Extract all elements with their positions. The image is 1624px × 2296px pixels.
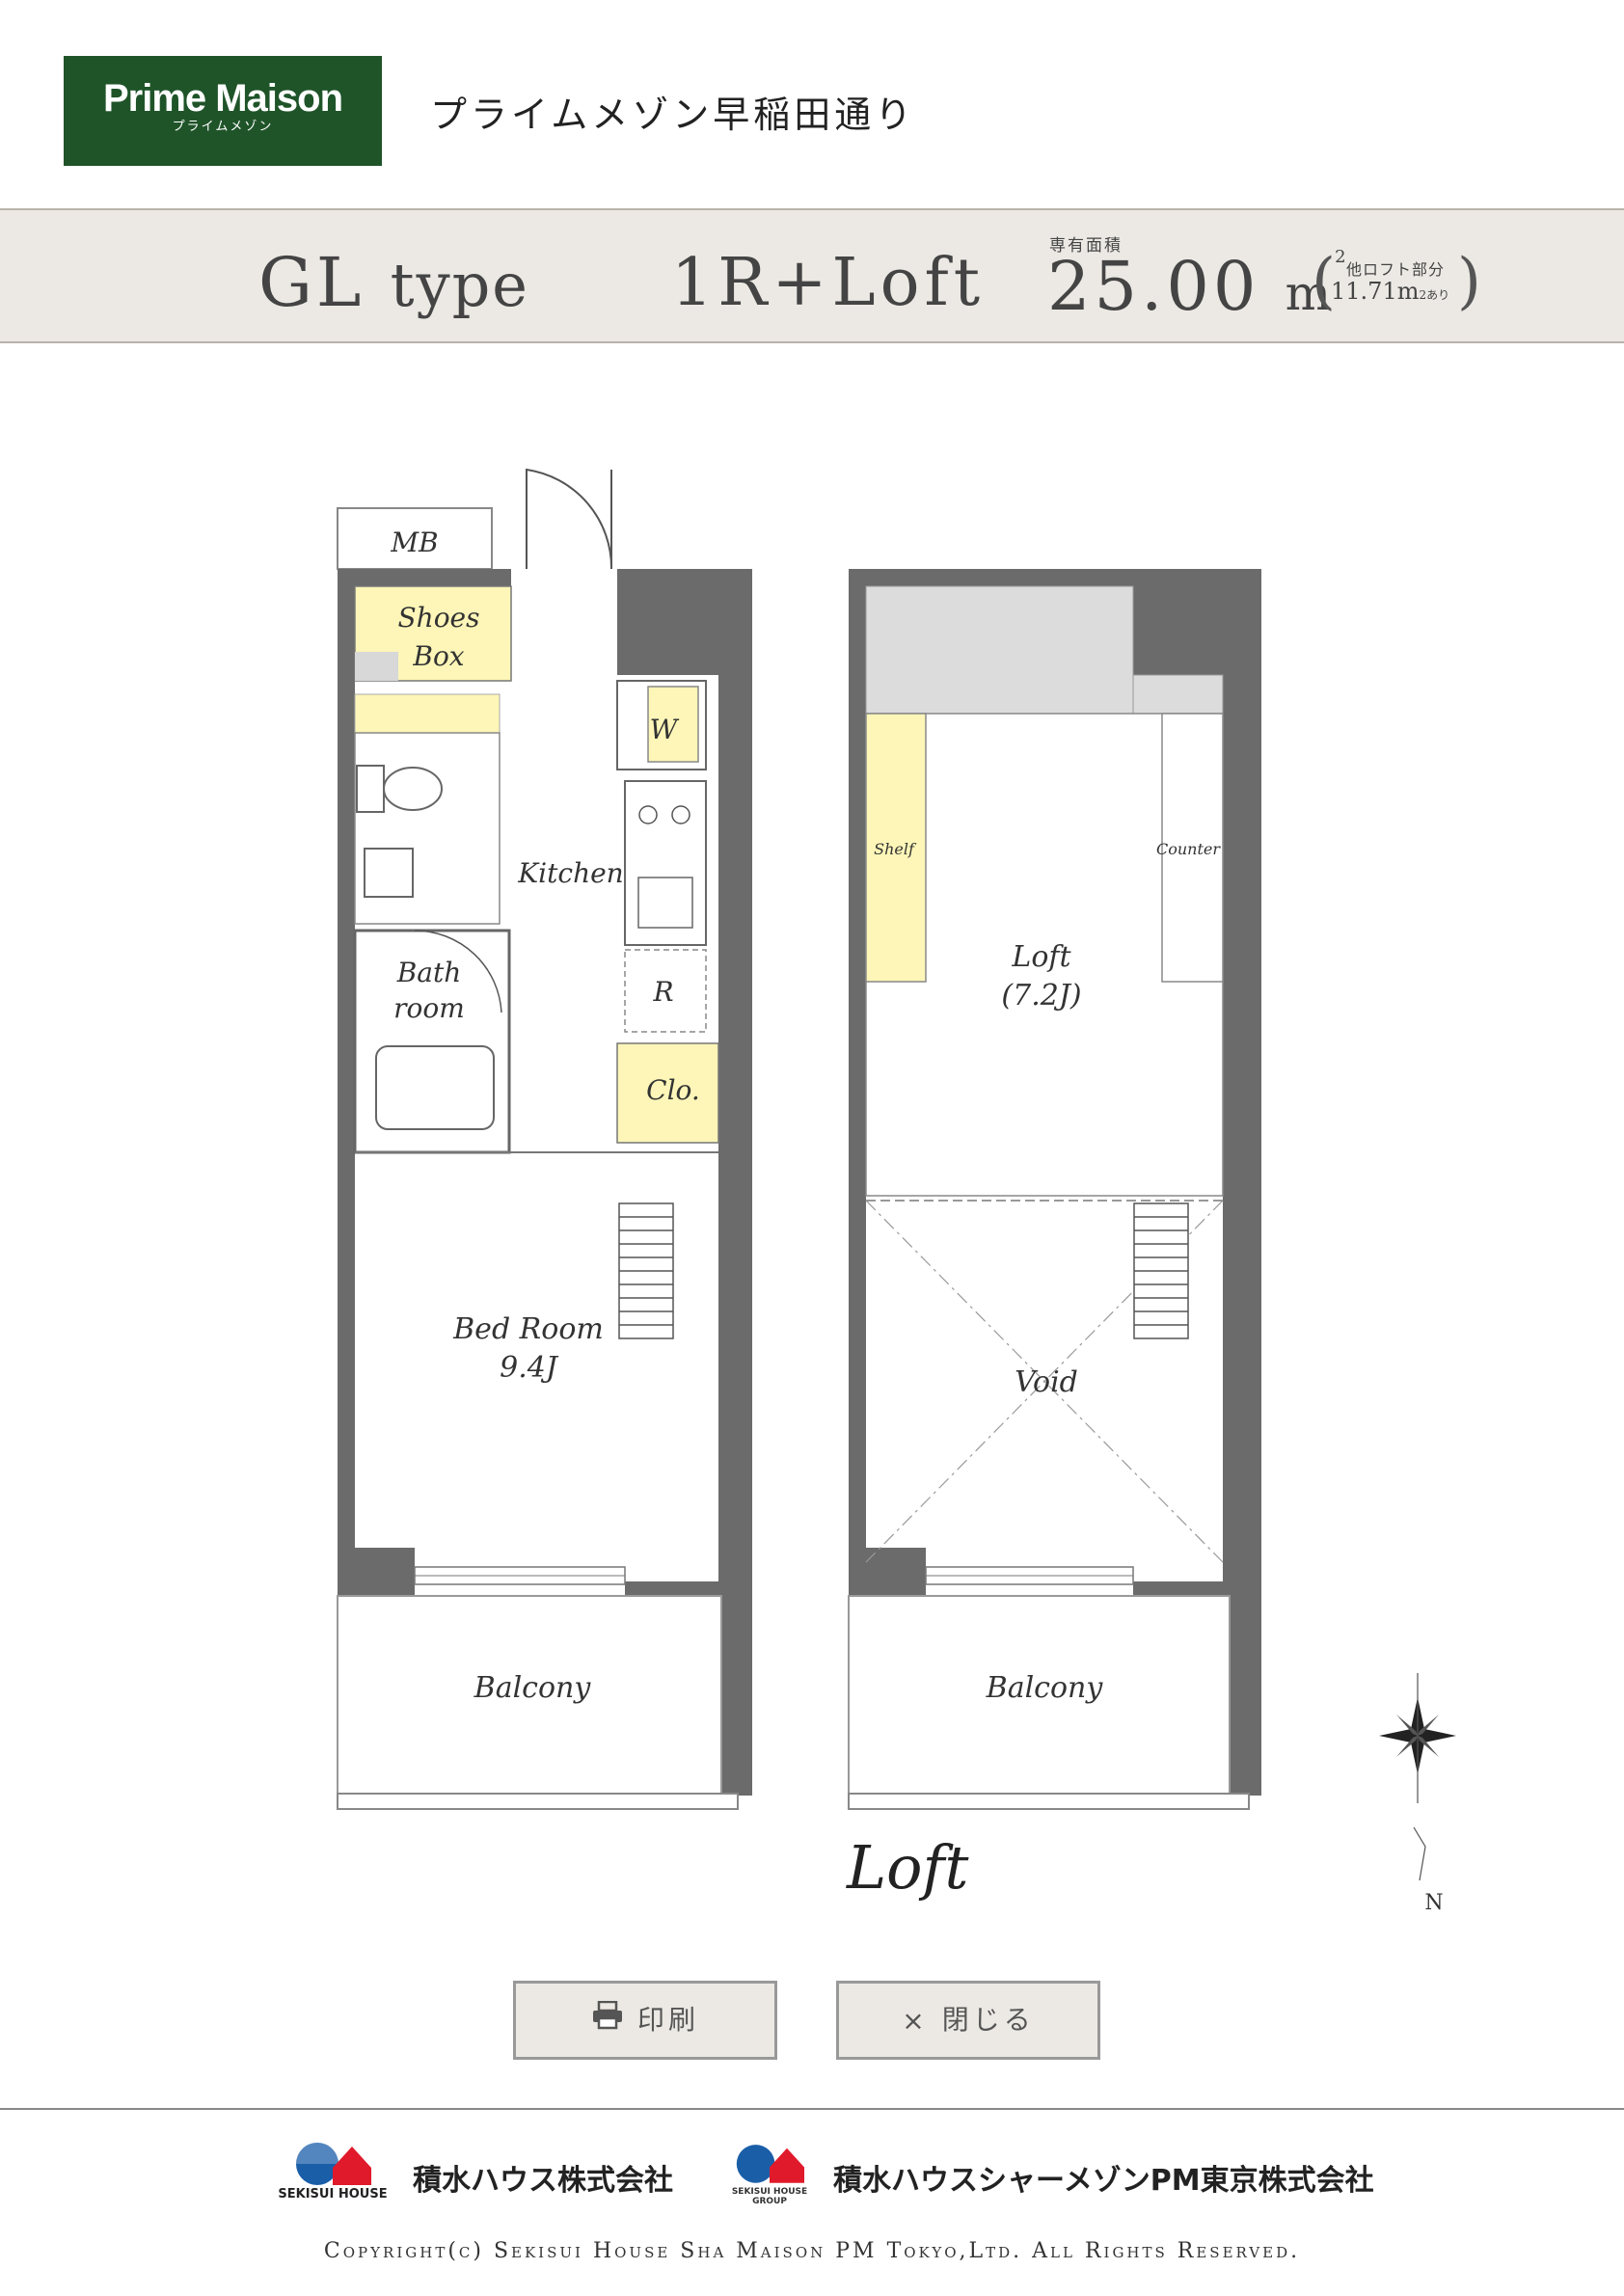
brand-name: Prime Maison — [102, 77, 343, 120]
fridge-space — [624, 949, 707, 1033]
print-label: 印刷 — [636, 2004, 699, 2036]
toilet-shelf — [354, 693, 501, 734]
area-unit-sup: 2 — [1335, 247, 1350, 267]
area-label: 専有面積 — [1049, 236, 1123, 256]
sekisui-group-en-2: GROUP — [752, 2197, 787, 2206]
loft-suffix: あり — [1426, 288, 1450, 302]
sekisui-house-en: SEKISUI HOUSE — [278, 2187, 388, 2201]
staircase-ground — [618, 1202, 674, 1339]
brand-kana: プライムメゾン — [172, 120, 274, 134]
top-wall-left — [338, 569, 511, 586]
sekisui-group-mark-icon — [736, 2145, 804, 2183]
shelf-label: Shelf — [874, 840, 917, 858]
bathtub-icon — [375, 1045, 495, 1130]
bath-door — [414, 930, 502, 1013]
ground-floor-plan: MB Shoes Box Bath room W K — [337, 468, 752, 1810]
close-label: 閉じる — [941, 2004, 1035, 2036]
fridge-label: R — [652, 976, 673, 1008]
ground-balcony — [337, 1595, 722, 1795]
footer-divider — [0, 2108, 1624, 2110]
bedroom-label-1: Bed Room — [452, 1312, 604, 1346]
kitchen-label: Kitchen — [517, 857, 623, 889]
compass-north-label: N — [1424, 1891, 1443, 1915]
toilet-icon — [383, 767, 443, 811]
loft-balcony — [848, 1595, 1231, 1795]
loft-label-1: Loft — [1011, 940, 1071, 974]
shoes-box-label-2: Box — [412, 640, 464, 672]
sekisui-house-name: 積水ハウス株式会社 — [413, 2164, 673, 2198]
loft-balcony-label: Balcony — [986, 1671, 1104, 1705]
loft-label: 他ロフト部分 — [1346, 260, 1446, 279]
bottom-left-pillar — [338, 1548, 415, 1596]
sekisui-group-en-1: SEKISUI HOUSE — [731, 2187, 808, 2197]
unit-type: GL type — [258, 243, 529, 322]
void-label: Void — [1015, 1365, 1078, 1399]
loft-shelf — [865, 713, 927, 983]
counter-label: Counter — [1156, 840, 1221, 858]
loft-value: 11.71m2あり — [1331, 278, 1449, 305]
bathroom-label-1: Bath — [396, 957, 462, 988]
loft-paren: () — [1312, 246, 1481, 317]
loft-unit-sup: 2 — [1419, 288, 1427, 302]
close-icon: × — [902, 2005, 929, 2037]
building-name: プライムメゾン早稲田通り — [430, 94, 916, 136]
loft-left-wall — [849, 569, 866, 1596]
loft-number: 11.71 — [1331, 278, 1397, 305]
mb-box — [337, 507, 493, 570]
closet-label: Clo. — [646, 1074, 700, 1106]
printer-icon — [591, 1985, 624, 2058]
washer-label: W — [650, 714, 680, 745]
type-word: type — [390, 250, 529, 320]
sink-icon — [637, 877, 693, 929]
sekisui-pm-name: 積水ハウスシャーメゾンPM東京株式会社 — [833, 2164, 1374, 2198]
shoes-box-label-1: Shoes — [397, 602, 479, 634]
loft-unit: m — [1396, 278, 1420, 305]
close-button[interactable]: × 閉じる — [836, 1981, 1100, 2060]
loft-floor-plan: Shelf Counter Loft (7.2J) Void Balcony — [848, 569, 1261, 1810]
bedroom-label-2: 9.4J — [500, 1351, 559, 1385]
closet — [616, 1042, 719, 1144]
compass-icon — [1379, 1673, 1456, 1881]
area-unit: m2 — [1285, 247, 1350, 321]
staircase-loft — [1133, 1202, 1189, 1339]
copyright: Copyright(c) Sekisui House Sha Maison PM… — [323, 2239, 1301, 2263]
unit-layout: 1R+Loft — [671, 245, 986, 321]
loft-label-2: (7.2J) — [1001, 979, 1081, 1013]
sekisui-house-mark-icon — [296, 2143, 371, 2185]
left-wall — [338, 569, 355, 1596]
ground-balcony-label: Balcony — [474, 1671, 592, 1705]
area-value: 25.00 m2 — [1047, 247, 1350, 326]
loft-counter — [1161, 713, 1224, 983]
mb-label: MB — [390, 527, 438, 558]
stove-icon — [638, 805, 658, 824]
sekisui-house-logo: SEKISUI HOUSE — [270, 2139, 395, 2201]
type-code: GL — [258, 243, 365, 322]
sekisui-group-logo: SEKISUI HOUSE GROUP — [721, 2139, 818, 2206]
unit-info-band: GL type 1R+Loft 専有面積 25.00 m2 () 他ロフト部分 … — [0, 208, 1624, 343]
entrance-door — [526, 468, 613, 570]
print-button[interactable]: 印刷 — [513, 1981, 777, 2060]
area-number: 25.00 — [1047, 247, 1260, 326]
loft-caption: Loft — [847, 1832, 969, 1903]
prime-maison-logo: Prime Maison プライムメゾン — [64, 56, 382, 166]
area-unit-m: m — [1285, 265, 1336, 321]
bathroom-label-2: room — [393, 992, 465, 1024]
washbasin-icon — [364, 848, 414, 898]
